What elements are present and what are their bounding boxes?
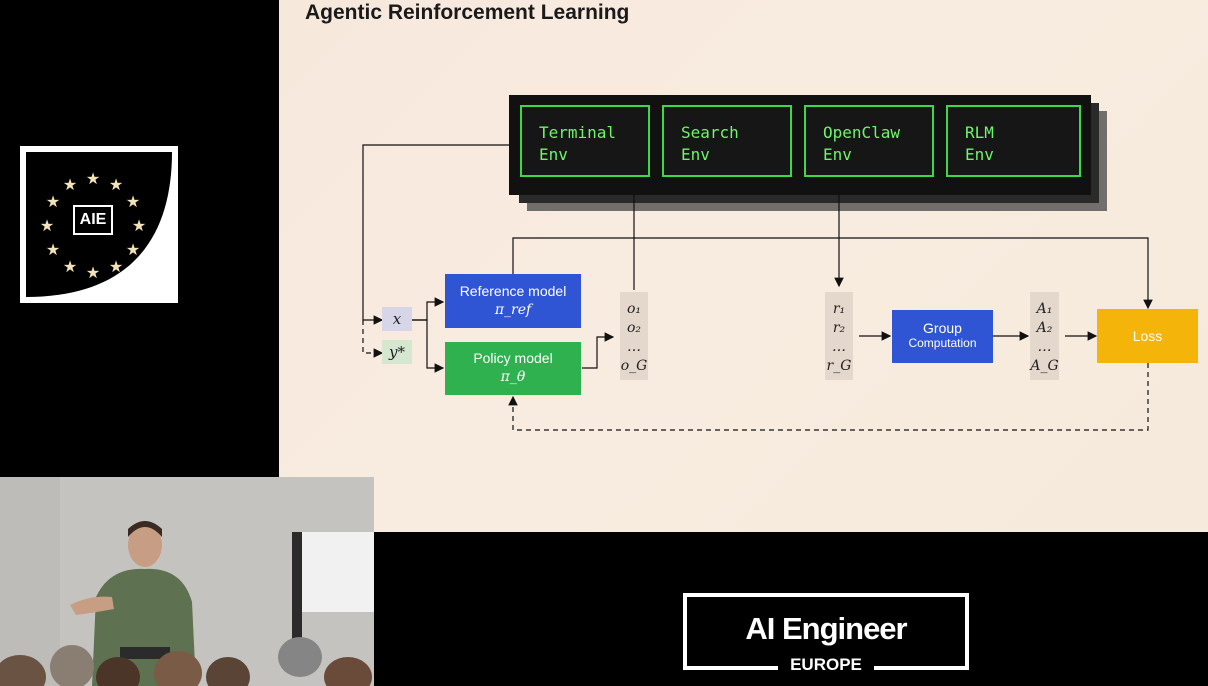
- reward-item: r₁: [832, 301, 846, 317]
- advantage-item: …: [1037, 339, 1052, 355]
- svg-text:★: ★: [109, 175, 123, 194]
- svg-text:★: ★: [46, 192, 60, 211]
- output-item: o₁: [626, 301, 642, 317]
- speaker-photo: [0, 477, 374, 686]
- advantage-item: A₁: [1036, 301, 1053, 317]
- svg-text:★: ★: [86, 169, 100, 188]
- reward-item: r₂: [832, 320, 846, 336]
- reward-item: …: [832, 339, 846, 355]
- env-terminal: Terminal Env: [520, 105, 650, 177]
- group-computation-line1: Group: [923, 320, 962, 336]
- output-item: …: [627, 339, 641, 355]
- group-computation-line2: Computation: [908, 336, 977, 350]
- svg-text:★: ★: [109, 257, 123, 276]
- group-computation-box: Group Computation: [892, 310, 993, 363]
- svg-text:★: ★: [40, 216, 54, 235]
- output-item: o_G: [620, 358, 648, 374]
- input-x: x: [382, 307, 412, 331]
- env-openclaw-label: OpenClaw Env: [823, 123, 901, 164]
- advantage-item: A_G: [1030, 358, 1059, 374]
- svg-text:★: ★: [132, 216, 146, 235]
- env-search-label: Search Env: [681, 123, 739, 164]
- svg-text:★: ★: [126, 240, 140, 259]
- input-y-star: y*: [382, 340, 412, 364]
- loss-box: Loss: [1097, 309, 1198, 363]
- svg-text:★: ★: [63, 257, 77, 276]
- env-terminal-label: Terminal Env: [539, 123, 617, 164]
- outputs-column: o₁ o₂ … o_G: [620, 292, 648, 380]
- aie-logo: ★ ★ ★ ★ ★ ★ ★ ★ ★ ★ ★ ★ AIE: [20, 146, 178, 303]
- policy-model-title: Policy model: [473, 350, 553, 366]
- diagram-connectors: [362, 95, 1153, 431]
- ai-engineer-brand: AI Engineer EUROPE: [683, 593, 969, 676]
- advantage-item: A₂: [1036, 320, 1053, 336]
- env-openclaw: OpenClaw Env: [804, 105, 934, 177]
- advantages-column: A₁ A₂ … A_G: [1030, 292, 1059, 380]
- reference-model-symbol: π_ref: [494, 302, 532, 318]
- env-rlm-label: RLM Env: [965, 123, 994, 164]
- star-ring-logo-icon: ★ ★ ★ ★ ★ ★ ★ ★ ★ ★ ★ ★: [26, 152, 172, 297]
- rewards-column: r₁ r₂ … r_G: [825, 292, 853, 380]
- output-item: o₂: [626, 320, 642, 336]
- brand-subtitle: EUROPE: [778, 654, 874, 676]
- svg-text:★: ★: [86, 263, 100, 282]
- env-search: Search Env: [662, 105, 792, 177]
- policy-model-box: Policy model π_θ: [445, 342, 581, 395]
- slide-title: Agentic Reinforcement Learning: [305, 1, 630, 24]
- aie-logo-text: AIE: [73, 205, 113, 235]
- svg-text:★: ★: [46, 240, 60, 259]
- policy-model-symbol: π_θ: [500, 369, 526, 385]
- svg-text:★: ★: [126, 192, 140, 211]
- slide: Agentic Reinforcement Learning: [279, 0, 1208, 532]
- reward-item: r_G: [826, 358, 852, 374]
- brand-title: AI Engineer: [745, 611, 907, 646]
- env-rlm: RLM Env: [946, 105, 1081, 177]
- speaker-camera-feed: [0, 477, 374, 686]
- reference-model-title: Reference model: [459, 283, 567, 299]
- reference-model-box: Reference model π_ref: [445, 274, 581, 328]
- svg-text:★: ★: [63, 175, 77, 194]
